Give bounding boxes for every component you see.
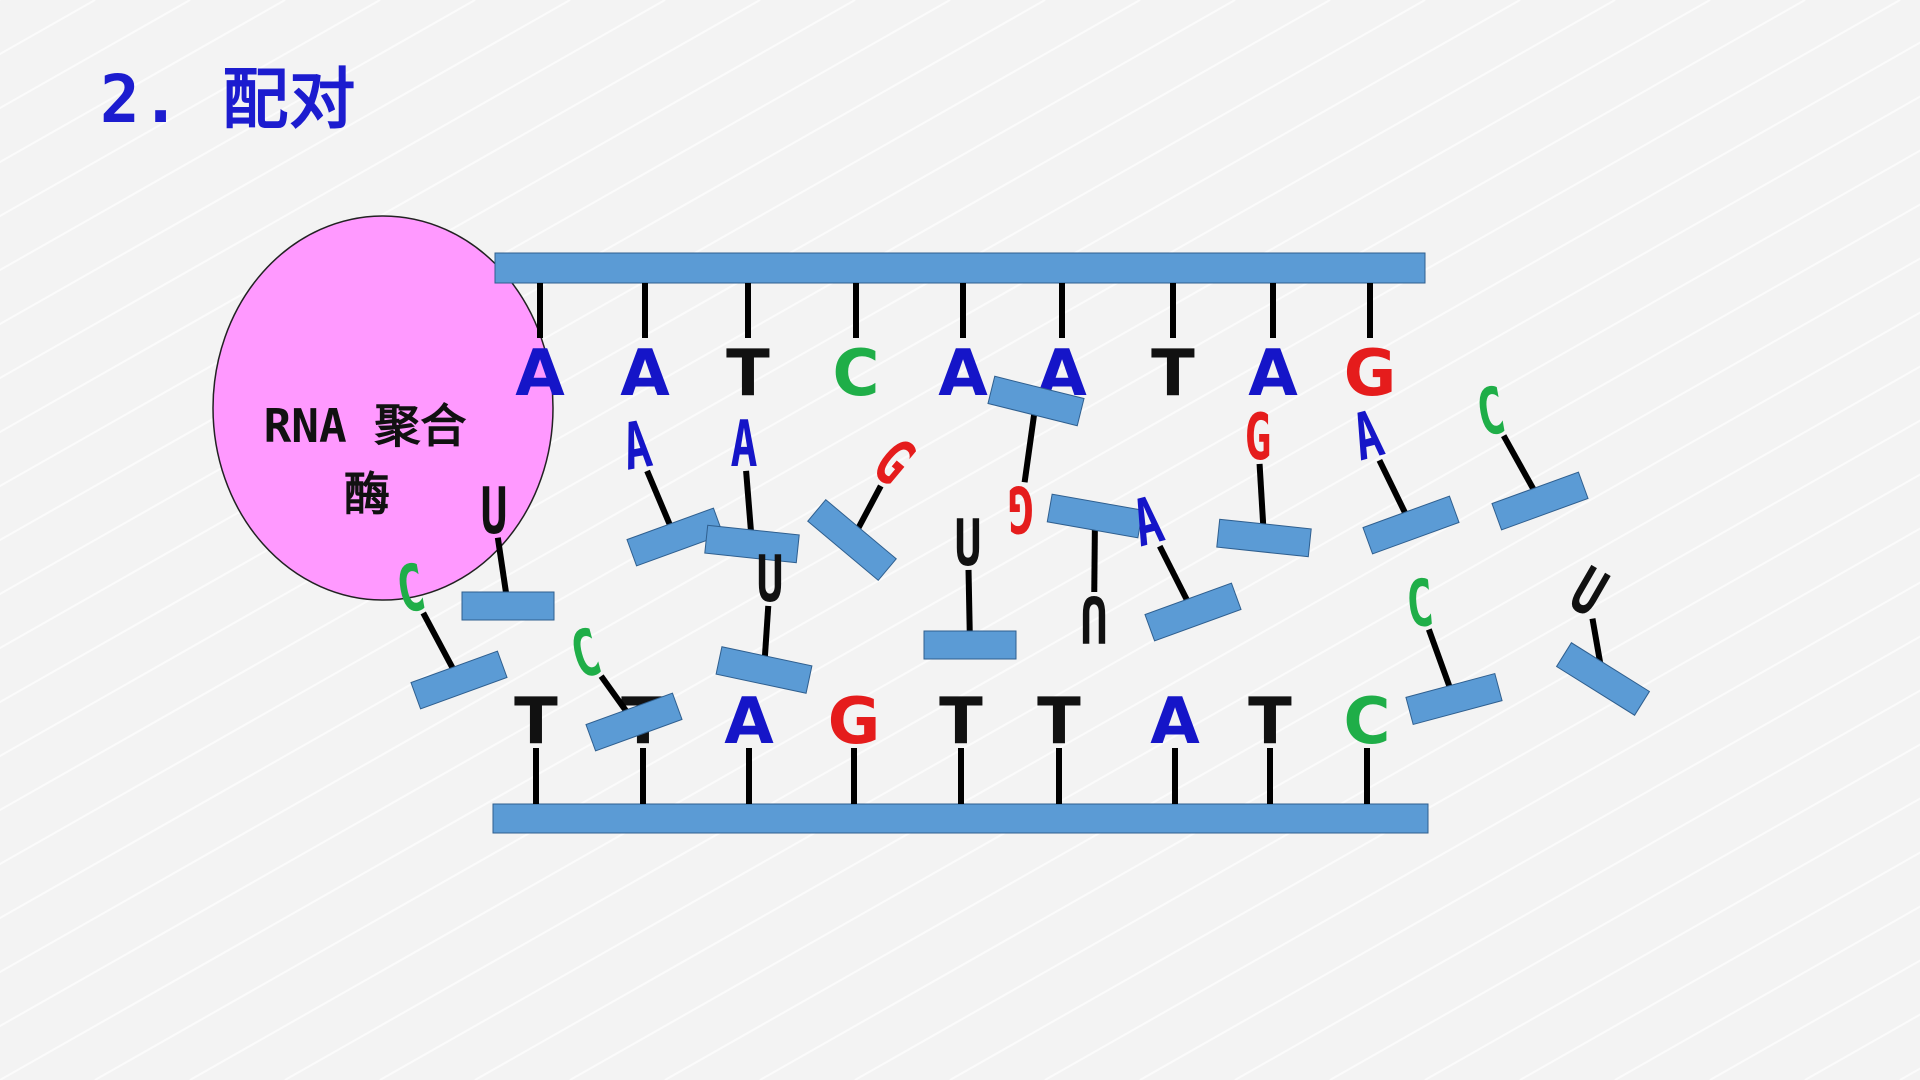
free-nucleotide-letter: G <box>1245 401 1272 475</box>
free-nucleotide: C <box>1403 567 1503 726</box>
free-nucleotide-letter: U <box>757 543 784 617</box>
free-nucleotide-sugar <box>1144 582 1242 642</box>
dna-bottom-base: T <box>1248 685 1292 804</box>
dna-top-base: T <box>1151 283 1195 411</box>
rna-polymerase-shape <box>212 215 554 601</box>
dna-bottom-base: T <box>1037 685 1081 804</box>
free-nucleotide-letter: C <box>563 616 608 695</box>
free-nucleotide: U <box>1555 554 1651 716</box>
free-nucleotide-sugar <box>1362 495 1460 555</box>
free-nucleotide-sugar <box>987 375 1085 427</box>
free-nucleotide-letter: C <box>1403 567 1436 643</box>
free-nucleotide-sugar <box>807 499 897 581</box>
dna-bottom-base: T <box>514 685 558 804</box>
free-nucleotide: A <box>704 408 800 564</box>
dna-top-base-letter: A <box>1248 337 1298 411</box>
dna-top-base-letter: T <box>726 337 770 411</box>
free-nucleotide: G <box>1216 401 1312 558</box>
rna-polymerase-label-line1: RNA 聚合 <box>264 399 467 453</box>
free-nucleotide: G <box>987 375 1085 545</box>
free-nucleotide-sugar <box>704 524 800 564</box>
rna-polymerase: RNA 聚合 酶 <box>212 215 554 601</box>
free-nucleotide: C <box>1471 374 1589 531</box>
dna-bottom-base: A <box>1150 685 1200 804</box>
free-nucleotide: U <box>715 543 813 694</box>
dna-bottom-base-letter: T <box>939 685 983 759</box>
dna-bottom-base: G <box>828 685 881 804</box>
dna-bottom-base: A <box>724 685 774 804</box>
dna-bottom-base-letter: T <box>1248 685 1292 759</box>
free-nucleotide-sugar <box>715 646 813 694</box>
free-nucleotide: U <box>1046 493 1144 655</box>
dna-top-base-letter: G <box>1344 337 1397 411</box>
dna-bottom-bases: TTAGTTATC <box>514 685 1390 804</box>
free-nucleotide-letter: C <box>1471 374 1510 452</box>
free-nucleotide-sugar <box>585 692 683 752</box>
free-nucleotide-letter: U <box>1081 581 1108 655</box>
dna-top-base-letter: A <box>620 337 670 411</box>
dna-top-base: A <box>620 283 670 411</box>
free-nucleotide-sugar <box>410 650 508 710</box>
free-nucleotide-sugar <box>626 507 724 567</box>
free-nucleotide-sugar <box>1046 493 1144 539</box>
dna-bottom-base-letter: T <box>1037 685 1081 759</box>
dna-top-base: T <box>726 283 770 411</box>
free-nucleotide: U <box>923 507 1017 660</box>
free-nucleotide: G <box>807 426 927 581</box>
dna-top-base-letter: T <box>1151 337 1195 411</box>
free-nucleotide: A <box>1125 484 1242 642</box>
free-nucleotide-sugar <box>1555 642 1651 716</box>
dna-bottom-base-letter: T <box>514 685 558 759</box>
dna-top-base: A <box>938 283 988 411</box>
free-nucleotide: A <box>1345 398 1460 555</box>
free-nucleotide-sugar <box>461 591 555 621</box>
free-nucleotide-letter: A <box>731 408 758 482</box>
dna-top-base: C <box>833 283 880 411</box>
dna-top-backbone <box>494 252 1426 284</box>
free-nucleotide-letter: U <box>955 507 982 581</box>
dna-bottom-base: C <box>1344 685 1391 804</box>
dna-bottom-base: T <box>939 685 983 804</box>
free-nucleotide-sugar <box>1491 471 1589 531</box>
dna-bottom-base-letter: G <box>828 685 881 759</box>
slide-title: 2. 配对 <box>100 61 357 138</box>
free-nucleotide-letter: A <box>617 408 656 486</box>
dna-bottom-base-letter: A <box>724 685 774 759</box>
dna-bottom-backbone <box>492 803 1429 834</box>
free-nucleotide: U <box>461 475 555 621</box>
free-nucleotide-letter: G <box>859 426 927 500</box>
free-nucleotide-letter: U <box>481 475 508 549</box>
dna-bottom-base-letter: A <box>1150 685 1200 759</box>
dna-top-base: A <box>1248 283 1298 411</box>
free-nucleotide-sugar <box>1216 518 1312 558</box>
rna-polymerase-label-line2: 酶 <box>344 467 390 521</box>
dna-top-base-letter: C <box>833 337 880 411</box>
dna-top-base-letter: A <box>938 337 988 411</box>
dna-top-base: A <box>515 283 565 411</box>
free-nucleotide-letter: G <box>1008 471 1035 545</box>
free-nucleotide-sugar <box>923 630 1017 660</box>
dna-top-base-letter: A <box>515 337 565 411</box>
free-nucleotide-sugar <box>1405 672 1503 726</box>
dna-top-base: G <box>1344 283 1397 411</box>
free-nucleotide-letter: U <box>1558 554 1619 632</box>
dna-bottom-base-letter: C <box>1344 685 1391 759</box>
